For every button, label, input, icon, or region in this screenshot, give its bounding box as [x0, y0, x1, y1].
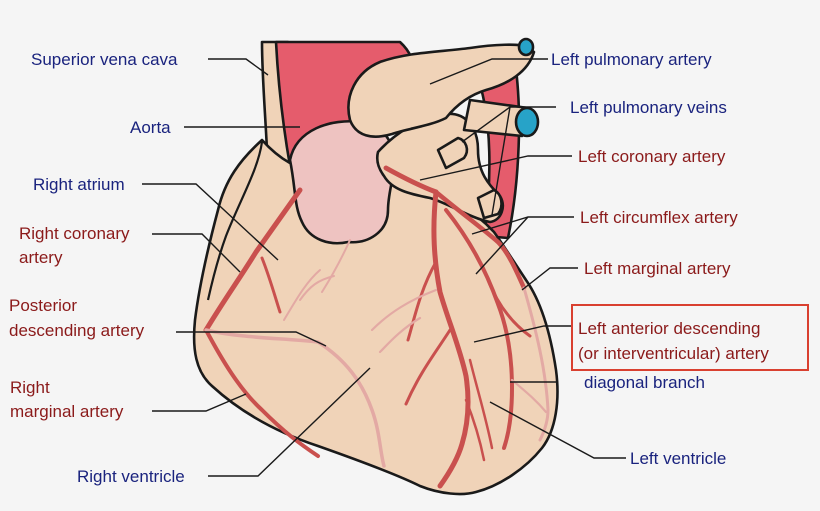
label-left-marginal-artery: Left marginal artery	[584, 259, 731, 278]
label-diagonal-branch: diagonal branch	[584, 373, 705, 392]
label-left-anterior-descending-line2: (or interventricular) artery	[578, 344, 769, 363]
label-left-pulmonary-artery: Left pulmonary artery	[551, 50, 712, 69]
label-posterior-descending-artery-line2: descending artery	[9, 321, 145, 340]
left-circumflex-artery-vessel	[433, 189, 527, 291]
label-right-ventricle: Right ventricle	[77, 467, 185, 486]
leader-left-marginal-artery	[521, 267, 578, 291]
label-posterior-descending-artery-line1: Posterior	[9, 296, 77, 315]
lad-branch-3	[370, 288, 438, 354]
label-superior-vena-cava: Superior vena cava	[31, 50, 178, 69]
label-left-coronary-artery: Left coronary artery	[578, 147, 726, 166]
lad-branch-1	[406, 260, 438, 342]
label-right-marginal-artery-line1: Right	[10, 378, 50, 397]
leader-right-atrium	[142, 183, 279, 261]
left-marginal-artery-vessel	[522, 286, 550, 442]
aortic-root	[288, 119, 396, 245]
label-left-circumflex-artery: Left circumflex artery	[580, 208, 738, 227]
diagonal-side-branch-2	[464, 358, 494, 462]
atrioventricular-groove	[206, 141, 264, 301]
leader-lines	[142, 58, 626, 477]
label-right-atrium: Right atrium	[33, 175, 125, 194]
lad-branch-2	[404, 328, 452, 406]
diagonal-side-branch-3	[510, 378, 548, 414]
label-right-coronary-artery-line1: Right coronary	[19, 224, 130, 243]
label-right-marginal-artery-line2: marginal artery	[10, 402, 124, 421]
left-coronary-artery-vessel	[383, 165, 439, 195]
label-left-pulmonary-veins: Left pulmonary veins	[570, 98, 727, 117]
leader-posterior-descending-artery	[176, 331, 327, 347]
leader-left-ventricle	[489, 401, 626, 459]
left-pulmonary-artery-opening	[517, 37, 535, 57]
leader-right-coronary-artery	[152, 233, 241, 273]
right-side-branch-1	[260, 256, 282, 314]
posterior-descending-artery-vessel	[204, 328, 386, 468]
left-pulmonary-vein-opening	[514, 106, 540, 138]
leader-right-ventricle	[208, 367, 371, 477]
diagonal-side-branch-1	[486, 278, 532, 338]
leader-left-coronary-artery	[419, 155, 572, 181]
left-anterior-descending-vessel	[431, 189, 471, 489]
right-coronary-artery-vessel	[203, 187, 303, 333]
right-marginal-artery-vessel	[204, 328, 320, 458]
leader-left-pulmonary-artery	[429, 58, 548, 85]
label-aorta: Aorta	[130, 118, 171, 137]
leader-right-marginal-artery	[152, 393, 247, 412]
label-right-coronary-artery-line2: artery	[19, 248, 63, 267]
pulmonary-trunk	[347, 43, 536, 138]
label-left-ventricle: Left ventricle	[630, 449, 726, 468]
leader-left-circumflex-artery	[471, 216, 574, 275]
leader-superior-vena-cava	[208, 58, 269, 76]
leader-left-anterior-descending	[473, 325, 572, 343]
highlight-box	[571, 304, 809, 371]
leader-left-pulmonary-veins	[461, 106, 556, 216]
right-side-branch-3	[321, 239, 351, 293]
vein-stub-1	[436, 136, 469, 170]
label-left-anterior-descending-line1: Left anterior descending	[578, 319, 760, 338]
